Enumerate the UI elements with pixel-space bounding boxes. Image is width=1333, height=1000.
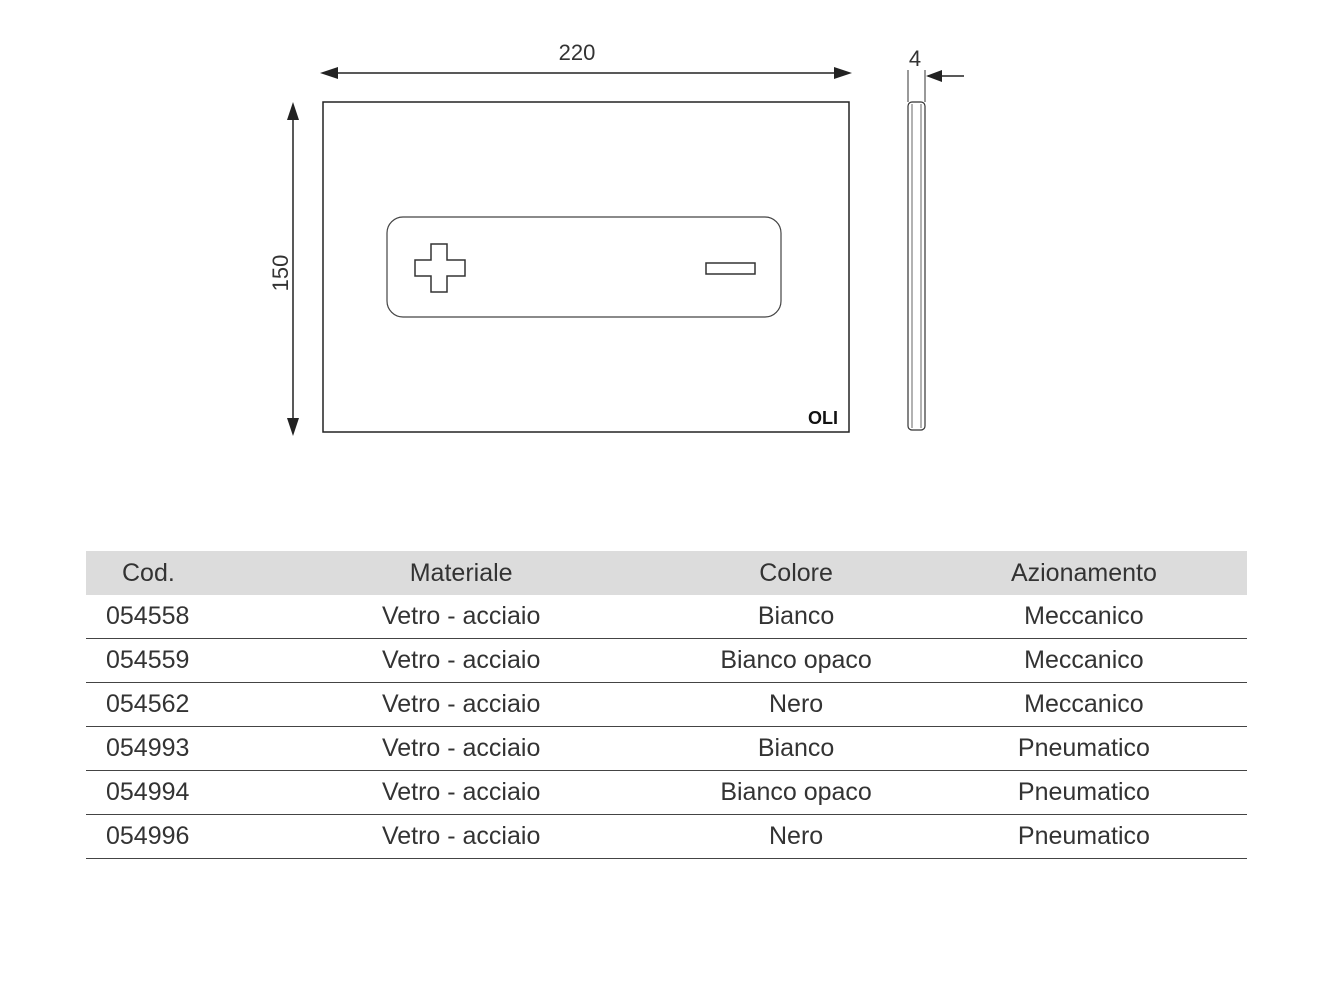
- cell-code: 054562: [86, 682, 251, 727]
- plus-symbol-icon: [414, 243, 466, 293]
- cell-actuation: Meccanico: [920, 638, 1247, 683]
- cell-material: Vetro - acciaio: [250, 682, 672, 727]
- cell-color: Bianco opaco: [671, 638, 921, 683]
- cell-material: Vetro - acciaio: [250, 770, 672, 815]
- width-dimension: 220: [320, 40, 852, 79]
- thickness-label: 4: [909, 46, 921, 71]
- cell-code: 054994: [86, 770, 251, 815]
- cell-actuation: Meccanico: [920, 682, 1247, 727]
- cell-actuation: Meccanico: [920, 595, 1247, 639]
- product-spec-table: Cod. Materiale Colore Azionamento 054558…: [86, 551, 1247, 859]
- cell-material: Vetro - acciaio: [250, 595, 672, 639]
- cell-color: Bianco opaco: [671, 770, 921, 815]
- cell-actuation: Pneumatico: [920, 814, 1247, 859]
- cell-material: Vetro - acciaio: [250, 638, 672, 683]
- cell-actuation: Pneumatico: [920, 770, 1247, 815]
- table-row: 054993 Vetro - acciaio Bianco Pneumatico: [86, 726, 1247, 771]
- cell-code: 054558: [86, 595, 251, 639]
- header-code: Cod.: [86, 551, 251, 595]
- minus-symbol-icon: [705, 262, 756, 275]
- table-row: 054558 Vetro - acciaio Bianco Meccanico: [86, 595, 1247, 639]
- table-row: 054994 Vetro - acciaio Bianco opaco Pneu…: [86, 770, 1247, 815]
- header-actuation: Azionamento: [920, 551, 1247, 595]
- table-row: 054562 Vetro - acciaio Nero Meccanico: [86, 682, 1247, 727]
- cell-color: Bianco: [671, 595, 921, 639]
- cell-code: 054559: [86, 638, 251, 683]
- cell-material: Vetro - acciaio: [250, 814, 672, 859]
- technical-drawing: 220 150 OLI 4: [268, 40, 964, 436]
- height-label: 150: [268, 255, 293, 292]
- table-row: 054996 Vetro - acciaio Nero Pneumatico: [86, 814, 1247, 859]
- cell-material: Vetro - acciaio: [250, 726, 672, 771]
- cell-code: 054993: [86, 726, 251, 771]
- height-dimension: 150: [268, 102, 299, 436]
- cell-color: Nero: [671, 814, 921, 859]
- cell-code: 054996: [86, 814, 251, 859]
- cell-actuation: Pneumatico: [920, 726, 1247, 771]
- width-label: 220: [559, 40, 596, 65]
- cell-color: Nero: [671, 682, 921, 727]
- table-header-row: Cod. Materiale Colore Azionamento: [86, 551, 1247, 595]
- header-material: Materiale: [250, 551, 672, 595]
- plate-front-view: OLI: [322, 101, 850, 433]
- table-row: 054559 Vetro - acciaio Bianco opaco Mecc…: [86, 638, 1247, 683]
- brand-logo: OLI: [808, 408, 838, 428]
- header-color: Colore: [671, 551, 921, 595]
- plate-side-view: 4: [907, 46, 964, 431]
- cell-color: Bianco: [671, 726, 921, 771]
